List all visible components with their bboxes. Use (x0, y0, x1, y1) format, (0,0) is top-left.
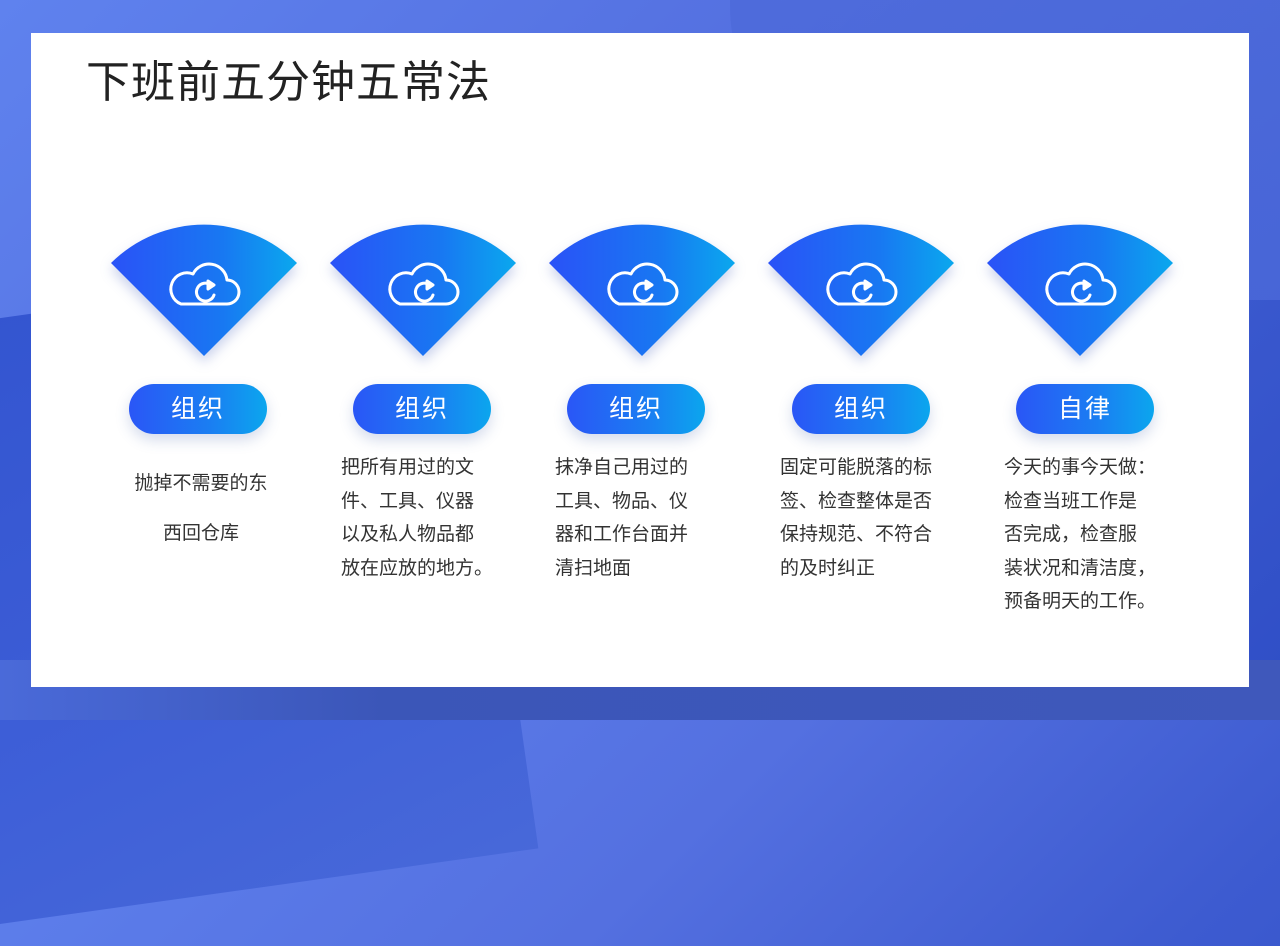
step-label-pill: 组织 (353, 384, 491, 434)
cloud-refresh-icon (169, 262, 241, 306)
step-label-pill: 自律 (1016, 384, 1154, 434)
fan-shape (328, 223, 518, 359)
cloud-refresh-icon (388, 262, 460, 306)
fan-shape (547, 223, 737, 359)
fan-shape (109, 223, 299, 359)
slide-card: 下班前五分钟五常法 组织 抛掉不需要的东 西回仓库 (31, 33, 1249, 687)
step-description: 抛掉不需要的东 西回仓库 (134, 472, 268, 544)
step-description: 固定可能脱落的标 签、检查整体是否 保持规范、不符合 的及时纠正 (780, 456, 933, 579)
cloud-refresh-icon (826, 262, 898, 306)
cloud-refresh-icon (607, 262, 679, 306)
step-label-pill: 组织 (792, 384, 930, 434)
slide-title: 下班前五分钟五常法 (86, 57, 491, 108)
cloud-refresh-icon (1045, 262, 1117, 306)
step-description: 今天的事今天做： 检查当班工作是 否完成，检查服 装状况和清洁度， 预备明天的工… (1004, 456, 1157, 612)
fan-shape (766, 223, 956, 359)
step-description: 把所有用过的文 件、工具、仪器 以及私人物品都 放在应放的地方。 (341, 456, 494, 579)
step-description: 抹净自己用过的 工具、物品、仪 器和工作台面并 清扫地面 (555, 456, 689, 579)
fan-shape (985, 223, 1175, 359)
step-label-pill: 组织 (567, 384, 705, 434)
step-label-pill: 组织 (129, 384, 267, 434)
